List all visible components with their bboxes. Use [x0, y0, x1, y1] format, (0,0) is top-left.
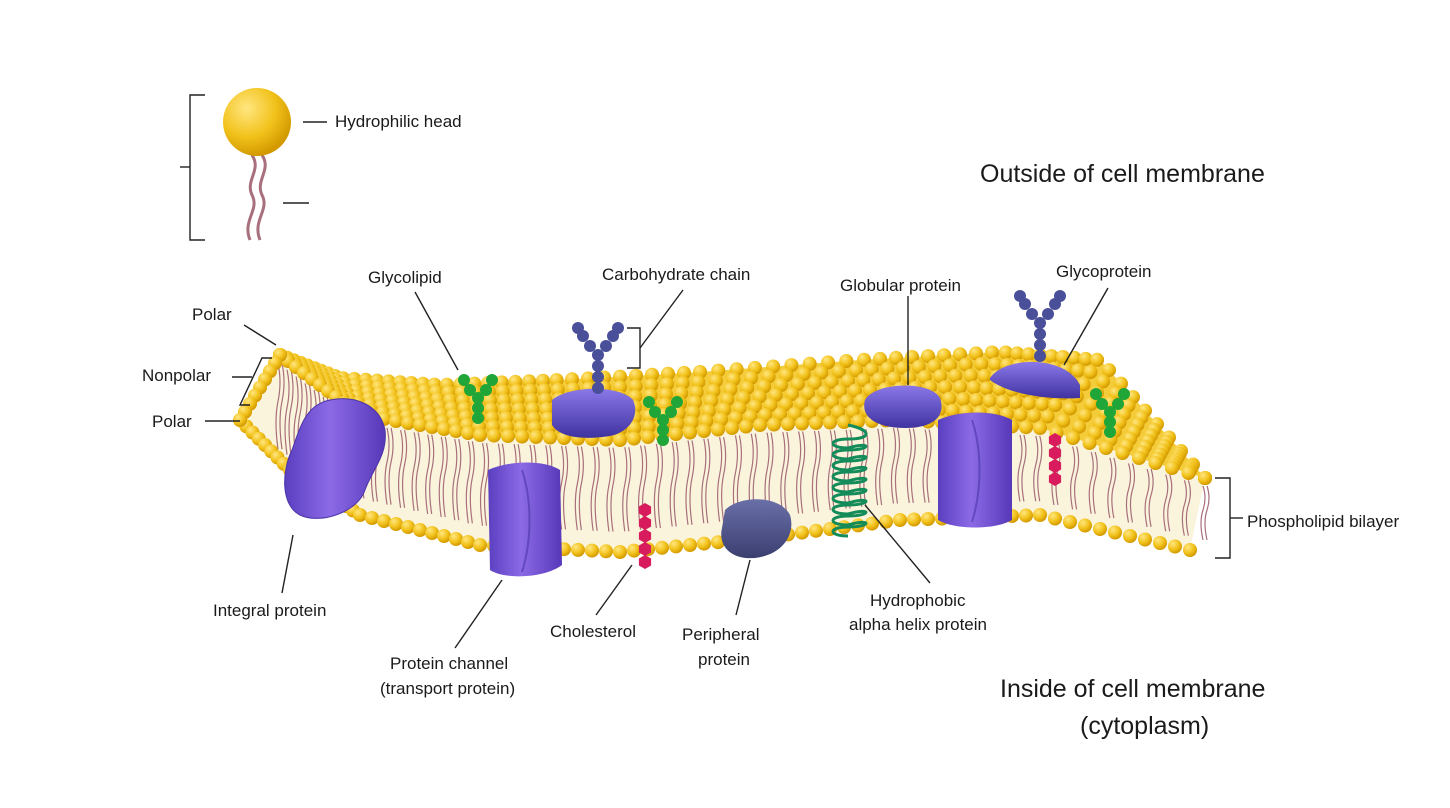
label-inside-membrane-line2: (cytoplasm): [1080, 712, 1209, 740]
label-glycolipid: Glycolipid: [368, 268, 442, 287]
label-protein-channel-line2: (transport protein): [380, 679, 515, 698]
label-polar-bottom: Polar: [152, 412, 192, 431]
integral-protein-shape: [284, 398, 386, 519]
label-hydrophobic-line2: alpha helix protein: [849, 615, 987, 634]
carbohydrate-protein-shape: [552, 388, 636, 438]
legend-head-circle: [223, 88, 291, 156]
glycoprotein-shape: [990, 361, 1080, 399]
peripheral-protein-shape: [721, 499, 792, 559]
label-peripheral-line1: Peripheral: [682, 625, 760, 644]
leader-lines: [205, 287, 1243, 649]
carbohydrate-beads: [572, 290, 1066, 394]
label-peripheral-line2: protein: [698, 650, 750, 669]
label-carbohydrate-chain: Carbohydrate chain: [602, 265, 750, 284]
alpha-helix-shape: [831, 423, 868, 538]
label-phospholipid-bilayer: Phospholipid bilayer: [1247, 512, 1399, 531]
phospholipid-legend: Hydrophilic head: [180, 88, 462, 241]
right-channel-protein-shape: [938, 412, 1012, 528]
label-nonpolar: Nonpolar: [142, 366, 211, 385]
label-globular-protein: Globular protein: [840, 276, 961, 295]
protein-channel-shape: [488, 462, 562, 577]
glycolipid-beads: [458, 374, 1130, 446]
label-protein-channel-line1: Protein channel: [390, 654, 508, 673]
label-inside-membrane-line1: Inside of cell membrane: [1000, 675, 1265, 703]
label-outside-membrane: Outside of cell membrane: [980, 160, 1265, 188]
label-cholesterol: Cholesterol: [550, 622, 636, 641]
label-hydrophobic-line1: Hydrophobic: [870, 591, 966, 610]
cholesterol-molecules: [638, 433, 1062, 569]
label-polar-top: Polar: [192, 305, 232, 324]
label-glycoprotein: Glycoprotein: [1056, 262, 1151, 281]
globular-protein-shape: [864, 385, 942, 428]
label-hydrophilic-head: Hydrophilic head: [335, 112, 462, 131]
label-integral-protein: Integral protein: [213, 601, 326, 620]
